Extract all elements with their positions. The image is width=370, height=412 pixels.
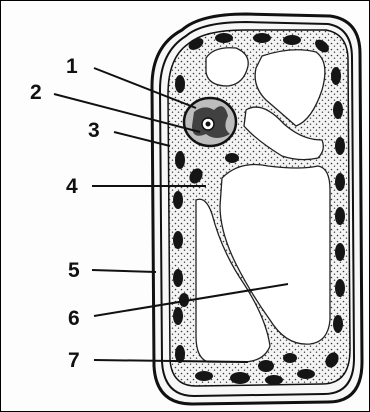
chloroplast <box>333 315 343 333</box>
label-4: 4 <box>66 176 78 197</box>
chloroplast <box>173 269 183 287</box>
label-6: 6 <box>68 308 80 329</box>
chloroplast <box>173 191 183 209</box>
chloroplast <box>230 372 250 384</box>
label-5: 5 <box>68 260 80 281</box>
chloroplast <box>175 151 185 169</box>
chloroplast <box>335 173 345 191</box>
chloroplast <box>258 360 274 372</box>
nucleus <box>184 98 236 146</box>
chloroplast <box>225 153 239 163</box>
chloroplast <box>283 35 301 45</box>
label-2: 2 <box>30 82 42 103</box>
chloroplast <box>265 375 283 385</box>
label-1: 1 <box>66 56 78 77</box>
chloroplast <box>335 137 345 155</box>
chloroplast <box>335 243 345 261</box>
chloroplast <box>333 101 343 119</box>
chloroplast <box>297 369 315 379</box>
chloroplast <box>173 307 183 325</box>
chloroplast <box>335 207 345 225</box>
label-7: 7 <box>68 350 80 371</box>
leader-line-5 <box>92 270 156 272</box>
chloroplast <box>175 75 185 93</box>
chloroplast <box>173 231 183 249</box>
chloroplast <box>253 33 271 43</box>
chloroplast <box>335 279 345 297</box>
label-3: 3 <box>88 120 100 141</box>
chloroplast <box>331 67 341 85</box>
chloroplast <box>283 353 297 363</box>
chloroplast <box>215 33 233 43</box>
chloroplast <box>195 371 213 381</box>
